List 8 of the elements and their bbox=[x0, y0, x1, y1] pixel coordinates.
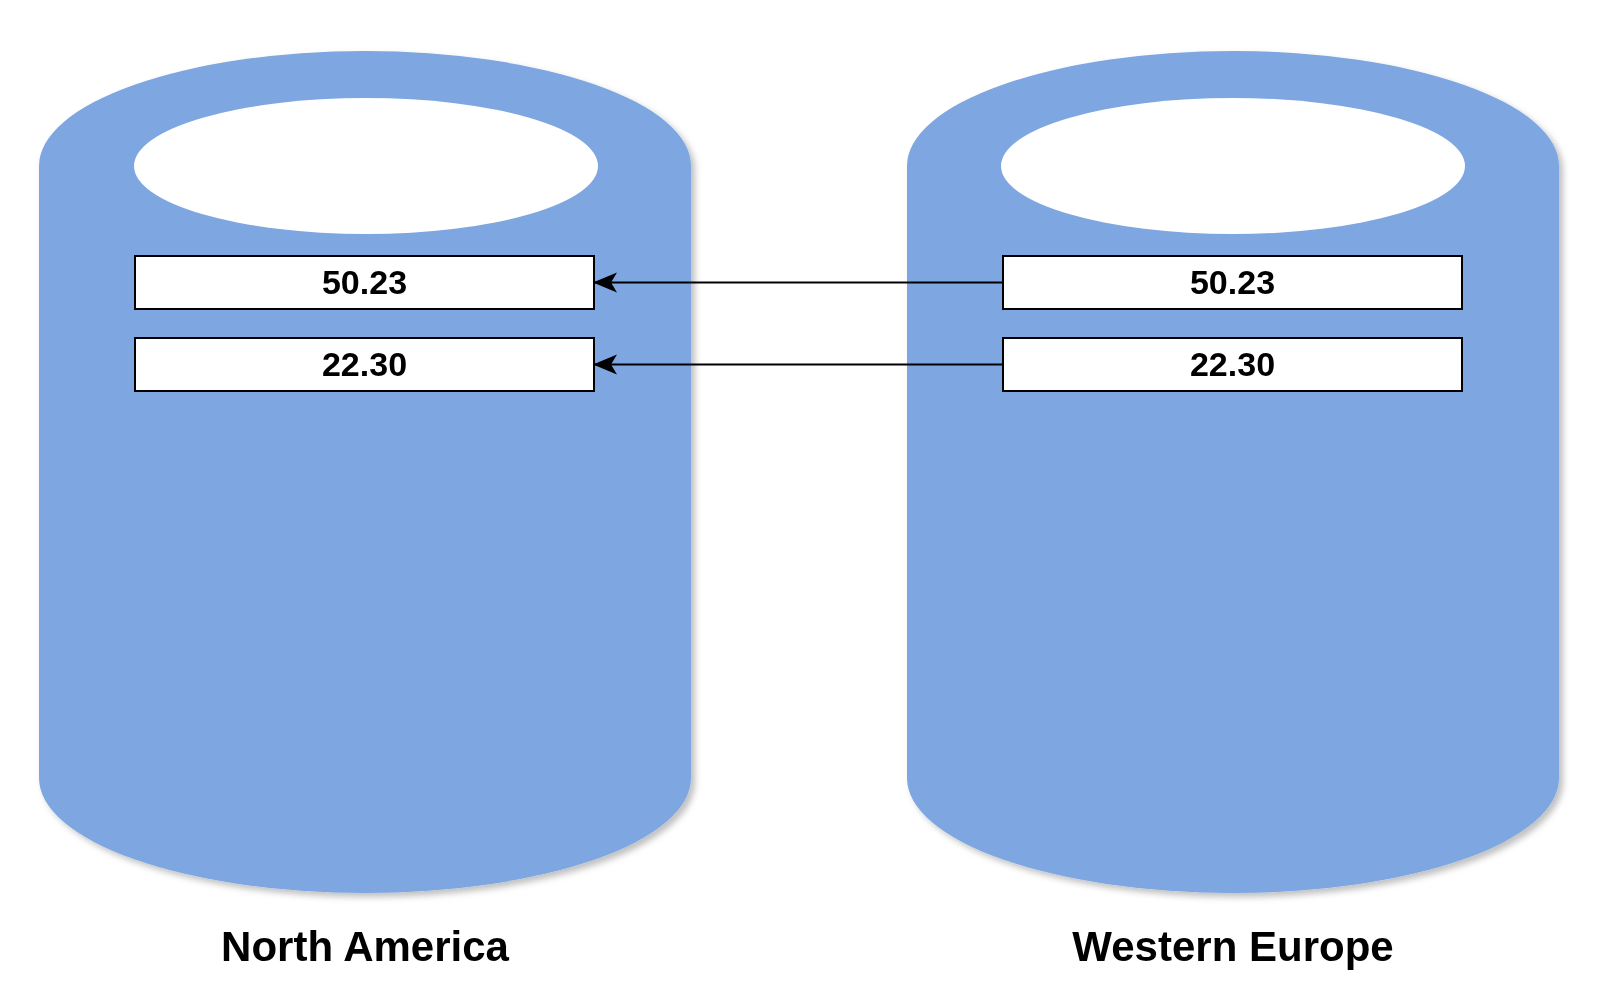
arrow bbox=[593, 354, 1003, 375]
database-label: North America bbox=[221, 923, 509, 971]
value-row: 22.30 bbox=[1002, 337, 1463, 392]
value-row: 22.30 bbox=[134, 337, 595, 392]
value-row: 50.23 bbox=[1002, 255, 1463, 310]
value-row: 50.23 bbox=[134, 255, 595, 310]
arrow bbox=[593, 272, 1003, 293]
database-label: Western Europe bbox=[1072, 923, 1394, 971]
